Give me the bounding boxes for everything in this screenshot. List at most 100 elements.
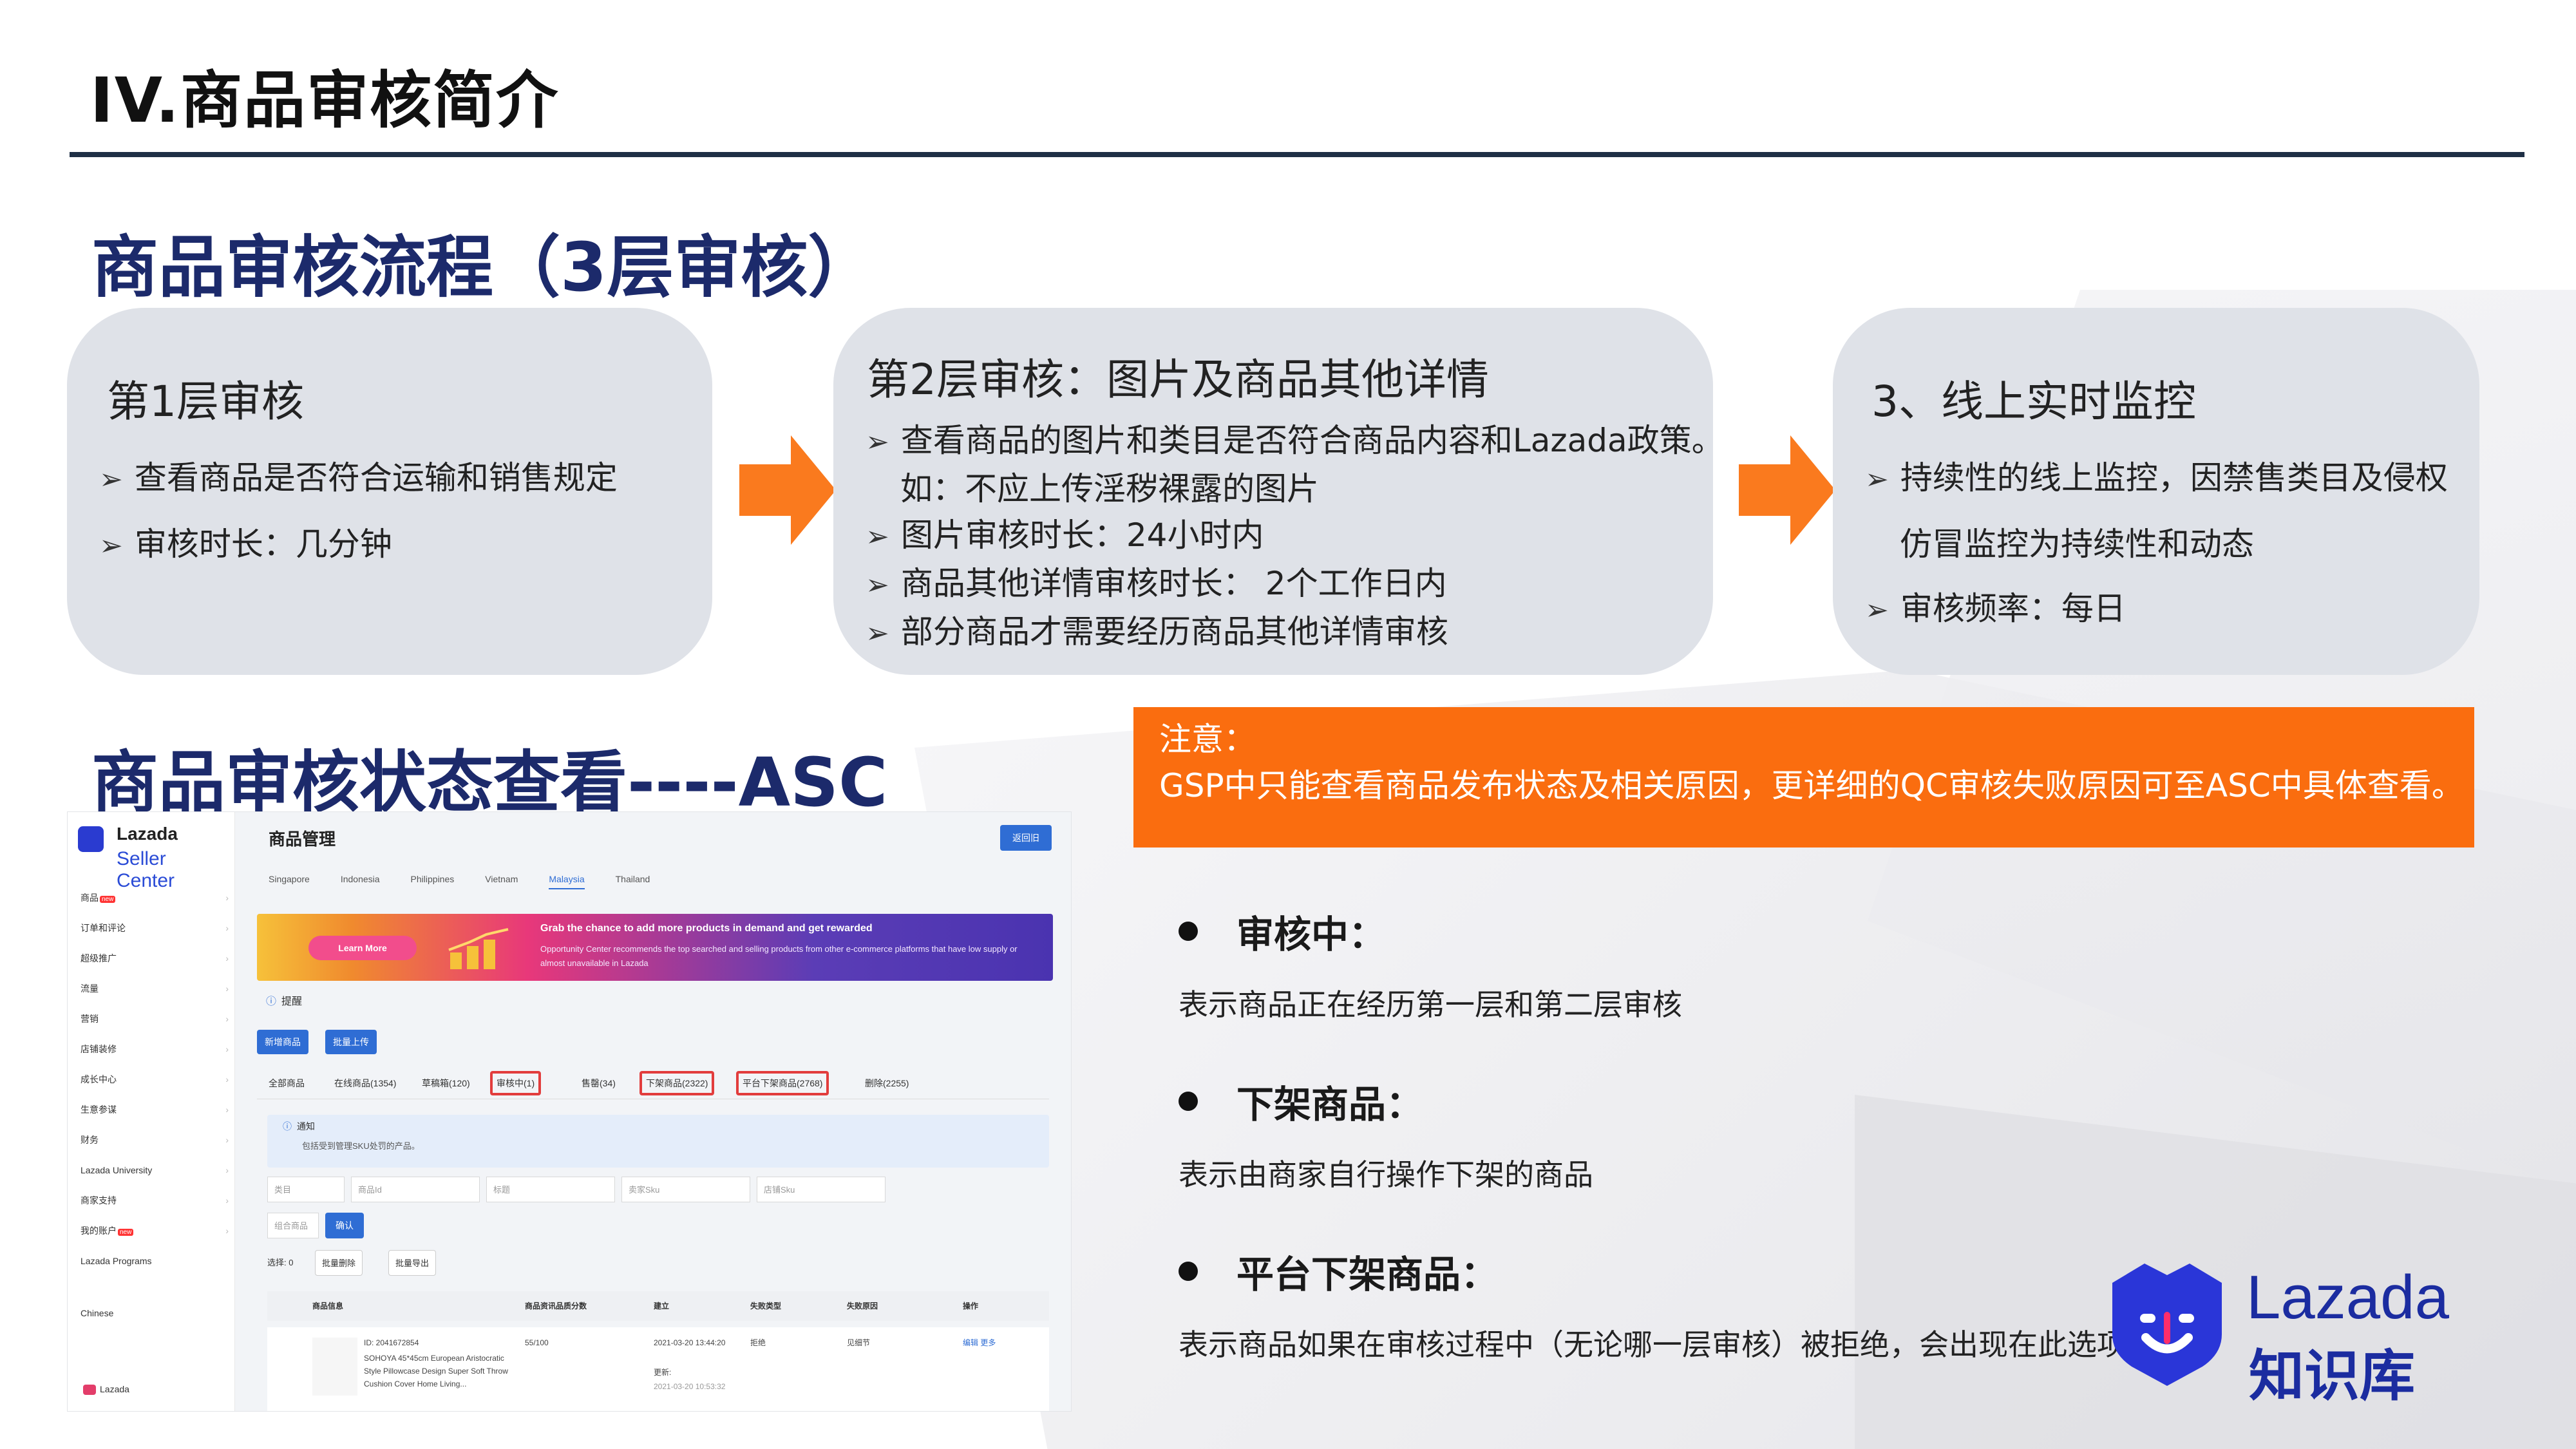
notice-box: 通知 包括受到管理SKU处罚的产品。 [267, 1115, 1049, 1168]
status-item-platform-delisted: 平台下架商品： 表示商品如果在审核过程中（无论哪一层审核）被拒绝，会出现在此选项… [1179, 1244, 2186, 1364]
tab-deleted[interactable]: 删除(2255) [865, 1078, 909, 1088]
tab-malaysia[interactable]: Malaysia [549, 874, 585, 889]
sidebar-item-university[interactable]: Lazada University› [80, 1155, 229, 1186]
chevron-right-icon: › [225, 1226, 229, 1236]
add-product-button[interactable]: 新增商品 [257, 1030, 308, 1054]
tab-sold-out[interactable]: 售罄(34) [582, 1078, 616, 1088]
bulk-export-button[interactable]: 批量导出 [388, 1250, 437, 1276]
chevron-right-icon: › [225, 1014, 229, 1024]
bulk-delete-button[interactable]: 批量删除 [315, 1250, 363, 1276]
list-item-continuation: 如：不应上传淫秽裸露的图片 [900, 470, 1319, 507]
list-item-continuation: 仿冒监控为持续性和动态 [1900, 526, 2254, 563]
status-desc: 表示商品正在经历第一层和第二层审核 [1179, 987, 1682, 1022]
notice-title: 通知 [283, 1120, 1034, 1133]
chevron-right-icon: › [225, 1074, 229, 1084]
product-id-input[interactable]: 商品Id [351, 1177, 480, 1202]
flow-card-step1: 第1层审核 查看商品是否符合运输和销售规定 审核时长：几分钟 [67, 308, 712, 675]
banner-subtext: Opportunity Center recommends the top se… [540, 944, 1018, 968]
sidebar-item-orders[interactable]: 订单和评论› [80, 913, 229, 943]
new-badge: new [100, 896, 116, 903]
bullet-icon [1179, 1262, 1198, 1281]
seller-sku-input[interactable]: 卖家Sku [621, 1177, 750, 1202]
note-label: 注意： [1159, 721, 1256, 758]
note-box: 注意： GSP中只能查看商品发布状态及相关原因，更详细的QC审核失败原因可至AS… [1133, 707, 2474, 848]
chevron-right-icon: › [225, 1104, 229, 1115]
lazada-icon [78, 826, 104, 852]
tab-delisted[interactable]: 下架商品(2322) [639, 1071, 715, 1095]
new-badge: new [118, 1229, 134, 1236]
status-item-reviewing: 审核中： 表示商品正在经历第一层和第二层审核 [1179, 904, 1682, 1024]
flow-card-step2: 第2层审核：图片及商品其他详情 查看商品的图片和类目是否符合商品内容和Lazad… [833, 308, 1724, 675]
bulk-upload-button[interactable]: 批量上传 [325, 1030, 377, 1054]
language-switch[interactable]: Chinese [80, 1308, 114, 1318]
coins-chart-icon [448, 928, 509, 969]
status-title: 平台下架商品： [1236, 1253, 1499, 1296]
title-input[interactable]: 标题 [486, 1177, 615, 1202]
brand-bottom: Seller Center [117, 848, 175, 891]
seller-center-brand: Lazada Seller Center [78, 824, 226, 891]
tab-drafts[interactable]: 草稿箱(120) [422, 1078, 470, 1088]
column-header: 失败原因 [847, 1302, 878, 1311]
sidebar-item-store-decor[interactable]: 店铺装修› [80, 1034, 229, 1065]
tab-online[interactable]: 在线商品(1354) [334, 1078, 397, 1088]
sidebar-item-support[interactable]: 商家支持› [80, 1186, 229, 1216]
sidebar-item-programs[interactable]: Lazada Programs [80, 1256, 152, 1266]
sidebar-item-traffic[interactable]: 流量› [80, 974, 229, 1004]
bundle-select[interactable]: 组合商品 [267, 1213, 319, 1238]
lazada-logo: Lazada 知识库 [2106, 1257, 2467, 1408]
step1-title: 第1层审核 [107, 377, 304, 426]
status-desc: 表示商品如果在审核过程中（无论哪一层审核）被拒绝，会出现在此选项卡下 [1179, 1327, 2186, 1362]
seller-main: 商品管理 返回旧 Singapore Indonesia Philippines… [243, 812, 1071, 1411]
category-select[interactable]: 类目 [267, 1177, 345, 1202]
sidebar-item-finance[interactable]: 财务› [80, 1125, 229, 1155]
product-name: SOHOYA 45*45cm European Aristocratic Sty… [364, 1354, 508, 1388]
step3-title: 3、线上实时监控 [1871, 377, 2196, 426]
step2-list: 查看商品的图片和类目是否符合商品内容和Lazada政策。 如：不应上传淫秽裸露的… [866, 417, 1724, 657]
fail-reason[interactable]: 见细节 [847, 1338, 871, 1347]
tab-platform-delisted[interactable]: 平台下架商品(2768) [736, 1071, 829, 1095]
fail-type: 拒绝 [750, 1338, 766, 1347]
list-item: 持续性的线上监控，因禁售类目及侵权 [1865, 446, 2448, 512]
column-header: 失败类型 [750, 1302, 782, 1311]
product-id: ID: 2041672854 [364, 1338, 419, 1347]
list-item: 图片审核时长：24小时内 [866, 512, 1724, 560]
tab-under-review[interactable]: 审核中(1) [490, 1071, 542, 1095]
tab-indonesia[interactable]: Indonesia [340, 874, 380, 884]
status-desc: 表示由商家自行操作下架的商品 [1179, 1157, 1593, 1192]
product-status-tabs: 全部商品 在线商品(1354) 草稿箱(120) 审核中(1) 售罄(34) 下… [257, 1066, 1049, 1099]
bullet-icon [1179, 1092, 1198, 1111]
selected-count: 选择: 0 [267, 1258, 294, 1267]
product-management-title: 商品管理 [269, 829, 336, 849]
tab-philippines[interactable]: Philippines [410, 874, 455, 884]
flow-card-step3: 3、线上实时监控 持续性的线上监控，因禁售类目及侵权 仿冒监控为持续性和动态 审… [1833, 308, 2479, 675]
confirm-button[interactable]: 确认 [325, 1213, 364, 1238]
list-item: 查看商品的图片和类目是否符合商品内容和Lazada政策。 [866, 417, 1724, 466]
sidebar-item-promotion[interactable]: 超级推广› [80, 943, 229, 974]
shop-sku-input[interactable]: 店铺Sku [757, 1177, 886, 1202]
sidebar-item-marketing[interactable]: 营销› [80, 1004, 229, 1034]
brand-top: Lazada [117, 824, 178, 844]
tab-thailand[interactable]: Thailand [615, 874, 650, 884]
back-to-old-button[interactable]: 返回旧 [1000, 825, 1052, 851]
step2-title: 第2层审核：图片及商品其他详情 [867, 355, 1489, 404]
country-tabs: Singapore Indonesia Philippines Vietnam … [269, 874, 650, 889]
bullet-icon [1179, 922, 1198, 941]
sidebar-item-growth[interactable]: 成长中心› [80, 1065, 229, 1095]
chevron-right-icon: › [225, 983, 229, 994]
promo-banner: Learn More Grab the chance to add more p… [257, 914, 1053, 981]
table-row: ID: 2041672854 SOHOYA 45*45cm European A… [267, 1327, 1049, 1411]
chevron-right-icon: › [225, 1195, 229, 1206]
table-header: 商品信息 商品资讯品质分数 建立 失败类型 失败原因 操作 [267, 1291, 1049, 1321]
tab-all-products[interactable]: 全部商品 [269, 1078, 305, 1088]
sidebar-item-business-advisor[interactable]: 生意参谋› [80, 1095, 229, 1125]
column-header: 商品资讯品质分数 [525, 1302, 587, 1311]
tab-vietnam[interactable]: Vietnam [485, 874, 518, 884]
tab-singapore[interactable]: Singapore [269, 874, 310, 884]
learn-more-button[interactable]: Learn More [308, 936, 417, 960]
row-actions[interactable]: 编辑 更多 [963, 1338, 996, 1347]
tip-label[interactable]: 提醒 [266, 992, 302, 1008]
